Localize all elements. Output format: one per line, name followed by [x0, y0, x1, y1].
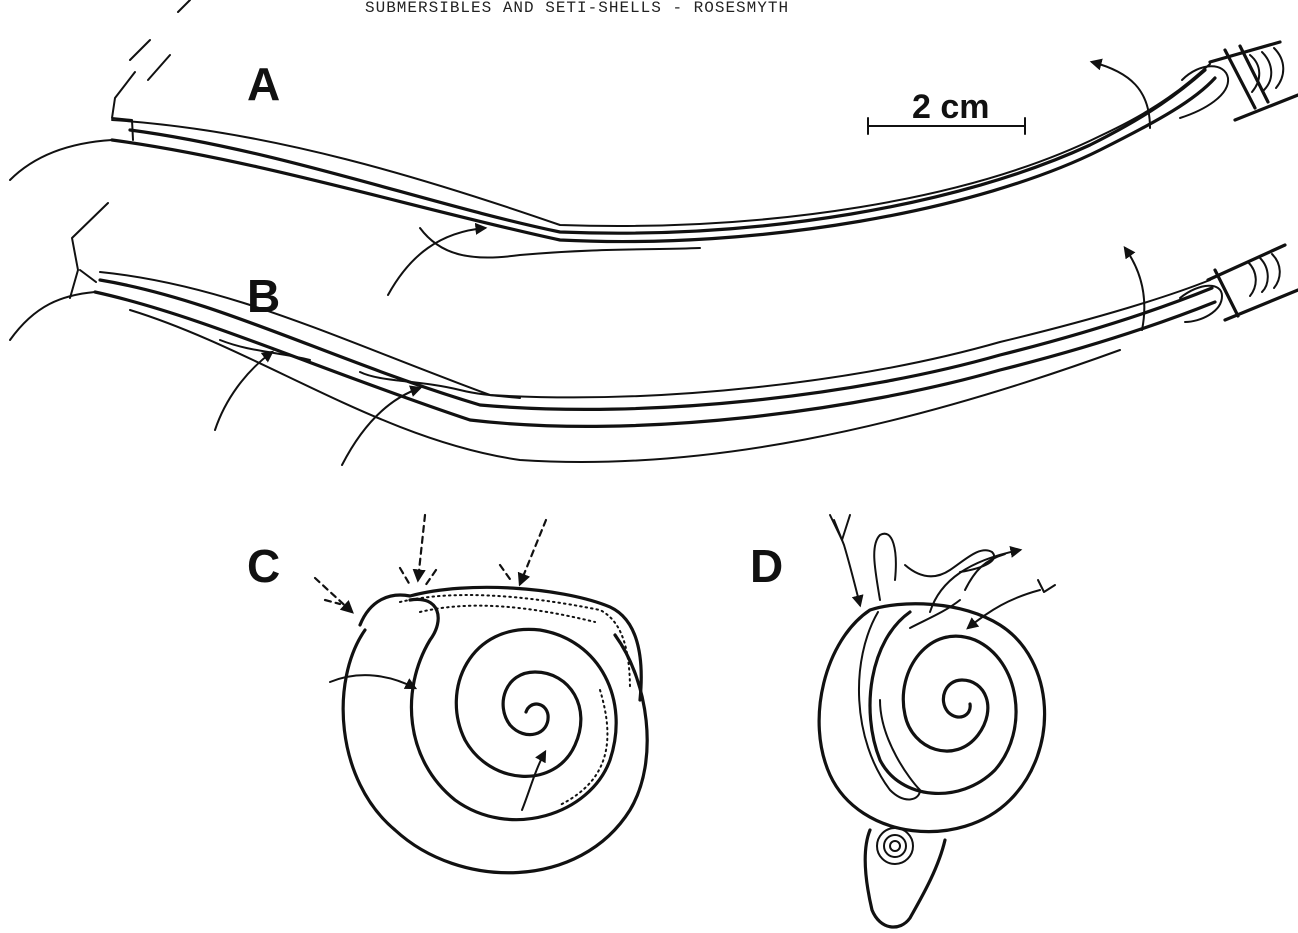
panel-d: D	[750, 515, 1055, 927]
scale-bar-label: 2 cm	[912, 88, 990, 126]
panel-a: A 2 cm	[10, 0, 1298, 295]
shell-c-outer	[343, 630, 647, 873]
shell-c-spiral	[410, 599, 616, 819]
shell-d-outer	[819, 604, 1044, 832]
tube-a-inner	[130, 70, 1205, 233]
arrow-c-left	[330, 675, 415, 688]
arrow-c-dashed-3	[520, 520, 546, 584]
tube-a-end	[112, 0, 190, 140]
panel-a-label: A	[247, 58, 280, 110]
arrow-a-mid	[388, 228, 485, 295]
panel-c-label: C	[247, 540, 280, 592]
panel-d-label: D	[750, 540, 783, 592]
arrow-c-dashed-2	[418, 515, 425, 580]
arrow-c-dashed-1	[315, 578, 352, 612]
arrow-d-right	[968, 590, 1040, 628]
arrow-c-bottom	[522, 752, 545, 810]
tube-b-end	[70, 203, 108, 298]
scale-bar: 2 cm	[868, 88, 1025, 134]
page-header: SUBMERSIBLES AND SETI-SHELLS - ROSESMYTH	[365, 0, 789, 17]
arrow-b-left	[215, 352, 272, 430]
panel-c: C	[247, 515, 647, 873]
shell-d-spiral	[870, 612, 1016, 793]
